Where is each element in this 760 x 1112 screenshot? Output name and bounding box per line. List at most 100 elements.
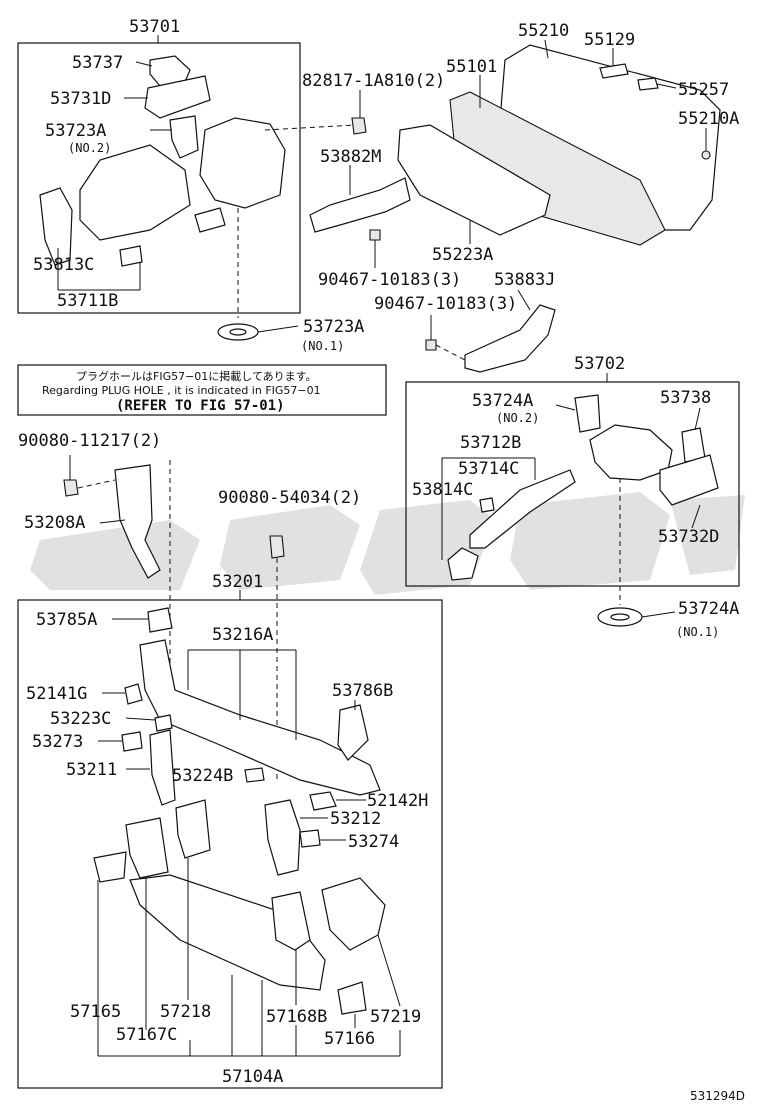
- note-reference: (REFER TO FIG 57-01): [116, 398, 285, 414]
- label-82817: 82817-1A810(2): [302, 71, 445, 91]
- label-53724A-no2: 53724A: [472, 391, 533, 411]
- note-japanese: プラグホールはFIG57−01に掲載してあります。: [76, 369, 317, 383]
- label-90467-b: 90467-10183(3): [374, 294, 517, 314]
- part-55129-shape: [599, 63, 629, 79]
- label-57104A: 57104A: [222, 1067, 283, 1087]
- part-52142H-shape: [309, 791, 337, 811]
- part-57218-shape: [175, 799, 211, 859]
- part-53814C-shape: [447, 547, 479, 581]
- label-52142H: 52142H: [367, 791, 428, 811]
- part-53211-shape: [149, 729, 176, 806]
- part-82817-shape: [351, 117, 367, 135]
- part-small-bracket-shape: [194, 207, 226, 233]
- label-53211: 53211: [66, 760, 117, 780]
- label-55223A: 55223A: [432, 245, 493, 265]
- part-53883J-shape: [464, 304, 556, 373]
- part-53212-shape: [264, 799, 301, 876]
- label-53786B: 53786B: [332, 681, 393, 701]
- part-90467-bolt-b-shape: [425, 339, 437, 351]
- label-53723A-no1-sub: (NO.1): [301, 339, 344, 353]
- label-53738: 53738: [660, 388, 711, 408]
- part-53813C-shape: [39, 187, 73, 266]
- label-53212: 53212: [330, 809, 381, 829]
- label-53732D: 53732D: [658, 527, 719, 547]
- label-53723A-no1: 53723A: [303, 317, 364, 337]
- watermark-logo: [30, 492, 745, 595]
- part-small-clip-2-shape: [479, 497, 495, 513]
- label-53712B: 53712B: [460, 433, 521, 453]
- part-53882M-shape: [309, 177, 411, 233]
- group-53201-box: [17, 599, 443, 1089]
- label-53273: 53273: [32, 732, 83, 752]
- part-53712B-shape: [469, 469, 576, 549]
- part-53223C-shape: [154, 714, 173, 732]
- label-57167C: 57167C: [116, 1025, 177, 1045]
- label-53208A: 53208A: [24, 513, 85, 533]
- part-90080-11217-shape: [63, 479, 79, 497]
- label-53224B: 53224B: [172, 766, 233, 786]
- part-55257-shape: [637, 77, 659, 91]
- label-55210: 55210: [518, 21, 569, 41]
- part-55223A-shape: [397, 124, 551, 236]
- figure-code: 531294D: [690, 1089, 745, 1103]
- label-53724A-no1-sub: (NO.1): [676, 625, 719, 639]
- label-55101: 55101: [446, 57, 497, 77]
- part-57167C-shape: [125, 817, 169, 879]
- label-53737: 53737: [72, 53, 123, 73]
- label-57218: 57218: [160, 1002, 211, 1022]
- part-53711B-shape: [79, 144, 191, 241]
- label-53814C: 53814C: [412, 480, 473, 500]
- part-55210A-shape: [701, 150, 711, 160]
- part-53731D-shape: [144, 75, 211, 119]
- group-53701-box: [17, 42, 301, 314]
- part-53701-tower-shape: [199, 117, 286, 209]
- part-57168B-shape: [271, 891, 311, 951]
- label-53201: 53201: [212, 572, 263, 592]
- part-90467-bolt-a-shape: [369, 229, 381, 241]
- label-53731D: 53731D: [50, 89, 111, 109]
- part-53732D-shape: [659, 454, 719, 506]
- part-53274-shape: [299, 829, 321, 848]
- label-90080-11217: 90080-11217(2): [18, 431, 161, 451]
- part-57104A-shape: [129, 874, 326, 991]
- label-90467-a: 90467-10183(3): [318, 270, 461, 290]
- label-53223C: 53223C: [50, 709, 111, 729]
- label-53723A-no2-sub: (NO.2): [68, 141, 111, 155]
- part-53224B-shape: [244, 767, 265, 783]
- label-53882M: 53882M: [320, 147, 381, 167]
- note-english: Regarding PLUG HOLE , it is indicated in…: [42, 384, 321, 397]
- part-57165-shape: [93, 851, 127, 883]
- label-55210A: 55210A: [678, 109, 739, 129]
- label-53723A-no2: 53723A: [45, 121, 106, 141]
- part-53786B-shape: [337, 704, 369, 761]
- label-57166: 57166: [324, 1029, 375, 1049]
- part-57166-shape: [337, 981, 367, 1015]
- group-53702-box: [405, 381, 740, 587]
- label-57165: 57165: [70, 1002, 121, 1022]
- part-53785A-shape: [147, 607, 173, 633]
- label-57219: 57219: [370, 1007, 421, 1027]
- part-53723A-no2-shape: [169, 115, 199, 159]
- part-52141G-shape: [124, 683, 143, 705]
- label-53724A-no1: 53724A: [678, 599, 739, 619]
- part-small-clip-shape: [119, 245, 143, 267]
- note-box: [17, 364, 387, 416]
- label-53813C: 53813C: [33, 255, 94, 275]
- label-55257: 55257: [678, 80, 729, 100]
- part-53273-shape: [121, 731, 143, 752]
- label-55129: 55129: [584, 30, 635, 50]
- label-53714C: 53714C: [458, 459, 519, 479]
- label-53724A-no2-sub: (NO.2): [496, 411, 539, 425]
- label-53785A: 53785A: [36, 610, 97, 630]
- label-53702: 53702: [574, 354, 625, 374]
- label-57168B: 57168B: [266, 1007, 327, 1027]
- label-53274: 53274: [348, 832, 399, 852]
- part-53724A-no2-shape: [574, 394, 601, 433]
- label-53701: 53701: [129, 17, 180, 37]
- label-53216A: 53216A: [212, 625, 273, 645]
- label-53711B: 53711B: [57, 291, 118, 311]
- part-53738-shape: [681, 427, 706, 463]
- label-90080-54034: 90080-54034(2): [218, 488, 361, 508]
